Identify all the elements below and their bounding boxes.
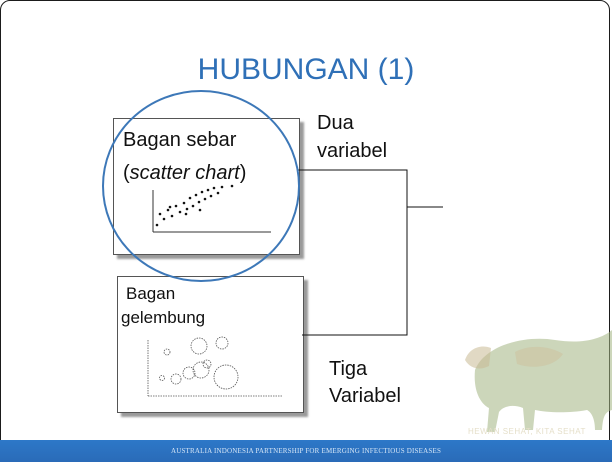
scatter-points <box>155 184 234 227</box>
bracket-connector <box>298 169 443 336</box>
footer-text: AUSTRALIA INDONESIA PARTNERSHIP FOR EMER… <box>170 447 442 455</box>
bubble-thumbnail <box>147 336 283 397</box>
watermark-slogan: HEWAN SEHAT, KITA SEHAT <box>468 427 586 436</box>
bubble-chart-panel <box>117 276 304 413</box>
footer-bar <box>0 440 612 462</box>
label-variables-three: Variabel <box>329 385 401 407</box>
bubble-panel-title-line2: gelembung <box>121 308 206 327</box>
label-variables: variabel <box>317 140 388 162</box>
highlight-circle <box>102 90 300 282</box>
scatter-thumbnail <box>152 190 271 233</box>
label-two: Dua <box>317 112 354 134</box>
scatter-panel-subtitle: (scatter chart) <box>123 162 247 184</box>
bubble-panel-title-line1: Bagan <box>126 284 176 303</box>
cattle-watermark-icon <box>465 330 612 432</box>
scatter-panel-title: Bagan sebar <box>123 129 237 151</box>
label-three: Tiga <box>329 358 368 380</box>
slide-title: HUBUNGAN (1) <box>197 53 415 86</box>
